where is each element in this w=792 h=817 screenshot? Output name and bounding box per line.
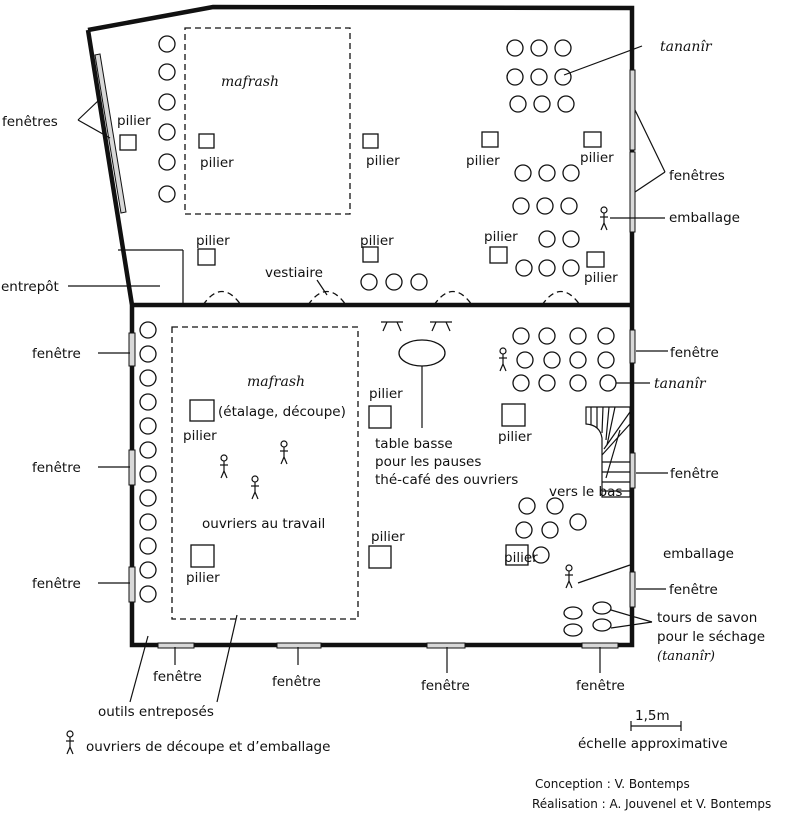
- label-fenetre-left-2: fenêtre: [32, 460, 81, 476]
- label-ouvriers: ouvriers au travail: [202, 516, 325, 532]
- label-fenetre-left-1: fenêtre: [32, 346, 81, 362]
- label-pilier: pilier: [580, 150, 614, 166]
- entrepot-partition: [118, 249, 184, 305]
- label-tours-3: (tananîr): [657, 649, 715, 664]
- window-upper-right-1: [629, 69, 636, 151]
- label-pilier: pilier: [196, 233, 230, 249]
- window-right-2: [629, 452, 636, 489]
- mafrash-area-lower: [171, 326, 359, 620]
- label-mafrash-upper: mafrash: [221, 74, 279, 90]
- tananir-column-upper-left: [158, 35, 176, 203]
- label-pilier: pilier: [366, 153, 400, 169]
- label-vestiaire: vestiaire: [265, 265, 323, 281]
- label-fenetre-bottom-2: fenêtre: [272, 674, 321, 690]
- window-bottom-1: [157, 642, 195, 649]
- label-table-3: thé-café des ouvriers: [375, 472, 518, 488]
- label-pilier: pilier: [466, 153, 500, 169]
- tananir-cluster-upper-right: [506, 39, 580, 277]
- tananir-cluster-lower-right: [508, 327, 617, 564]
- label-pilier: pilier: [371, 529, 405, 545]
- window-bottom-2: [276, 642, 322, 649]
- staircase: [585, 406, 631, 498]
- label-pilier: pilier: [498, 429, 532, 445]
- label-fenetre-left-3: fenêtre: [32, 576, 81, 592]
- window-left-1: [128, 332, 136, 367]
- label-tours-1: tours de savon: [657, 610, 757, 626]
- window-right-3: [629, 571, 636, 608]
- label-pilier: pilier: [183, 428, 217, 444]
- label-pilier: pilier: [360, 233, 394, 249]
- label-pilier: pilier: [369, 386, 403, 402]
- label-pilier: pilier: [584, 270, 618, 286]
- label-pilier: pilier: [504, 550, 538, 566]
- label-fenetre-right-3: fenêtre: [669, 582, 718, 598]
- label-pilier: pilier: [484, 229, 518, 245]
- label-fenetre-bottom-4: fenêtre: [576, 678, 625, 694]
- window-upper-left: [94, 53, 127, 214]
- label-entrepot: entrepôt: [1, 279, 59, 295]
- scale-caption: échelle approximative: [578, 736, 728, 752]
- legend-worker-icon: [66, 730, 74, 755]
- label-pilier: pilier: [186, 570, 220, 586]
- label-mafrash-lower: mafrash: [247, 374, 305, 390]
- label-fenetres-right: fenêtres: [669, 168, 725, 184]
- label-pilier: pilier: [117, 113, 151, 129]
- pillars-lower: [189, 399, 529, 569]
- label-fenetre-right-2: fenêtre: [670, 466, 719, 482]
- label-tours-2: pour le séchage: [657, 629, 765, 645]
- window-upper-right-2: [629, 151, 636, 233]
- leader-lines: [68, 45, 668, 703]
- label-emballage-lower: emballage: [663, 546, 734, 562]
- label-vers-le-bas: vers le bas: [549, 484, 622, 500]
- soap-towers: [563, 601, 612, 637]
- label-fenetre-bottom-3: fenêtre: [421, 678, 470, 694]
- scale-bar: [630, 721, 682, 731]
- legend-workers-text: ouvriers de découpe et d’emballage: [86, 739, 330, 755]
- credit-conception: Conception : V. Bontemps: [535, 777, 690, 791]
- worker-figures: [66, 206, 608, 755]
- low-table: [381, 321, 452, 367]
- label-emballage-upper: emballage: [669, 210, 740, 226]
- circles-near-vestiaire: [360, 273, 428, 291]
- pillars-upper: [119, 131, 605, 268]
- label-fenetre-bottom-1: fenêtre: [153, 669, 202, 685]
- window-bottom-3: [426, 642, 466, 649]
- tananir-column-lower-left: [139, 321, 157, 603]
- label-tananir-lower: tananîr: [654, 376, 707, 392]
- label-pilier: pilier: [200, 155, 234, 171]
- window-right-1: [629, 329, 636, 364]
- credit-realisation: Réalisation : A. Jouvenel et V. Bontemps: [532, 797, 771, 811]
- scale-value: 1,5m: [635, 708, 670, 724]
- label-etalage: (étalage, découpe): [218, 404, 346, 420]
- label-outils: outils entreposés: [98, 704, 214, 720]
- mafrash-area-upper: [184, 27, 351, 215]
- label-fenetre-right-1: fenêtre: [670, 345, 719, 361]
- window-left-3: [128, 566, 136, 603]
- label-table-2: pour les pauses: [375, 454, 481, 470]
- vestiaire-arcs: [202, 290, 581, 306]
- label-table-1: table basse: [375, 436, 453, 452]
- label-fenetres-left: fenêtres: [2, 114, 58, 130]
- label-tananir-upper: tananîr: [660, 39, 713, 55]
